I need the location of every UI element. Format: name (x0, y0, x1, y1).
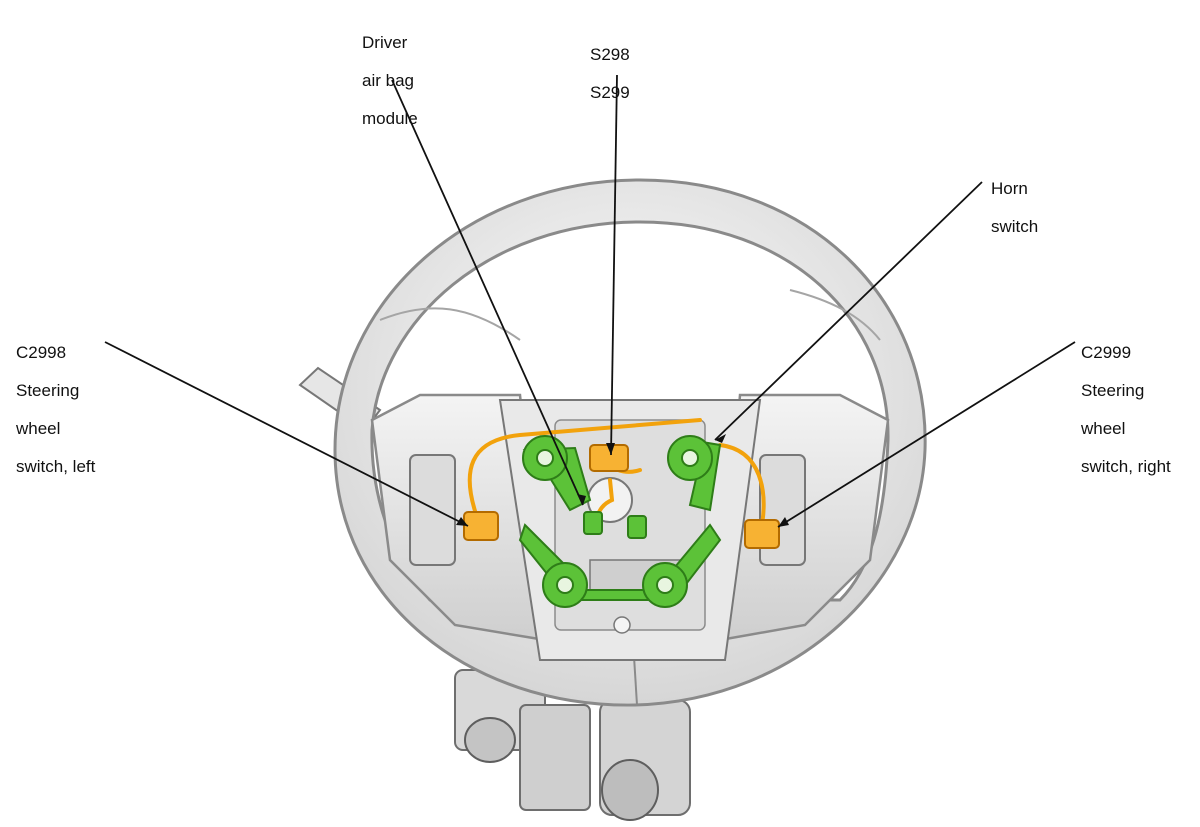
callout-driver-airbag-module: Driver air bag module (362, 14, 418, 147)
airbag-connectors (583, 511, 647, 539)
leader-horn (714, 181, 983, 441)
callout-line: S299 (590, 83, 630, 102)
callout-line: Steering (16, 381, 80, 400)
callout-line: wheel (16, 419, 61, 438)
callout-line: module (362, 109, 418, 128)
callout-line: wheel (1081, 419, 1126, 438)
callout-splice: S298 S299 (590, 26, 630, 121)
leader-driver-airbag (391, 79, 584, 506)
callout-line: Horn (991, 179, 1028, 198)
leader-c2998 (104, 341, 469, 527)
steering-column (454, 669, 691, 821)
callout-line: C2998 (16, 343, 67, 362)
callout-horn-switch: Horn switch (991, 160, 1038, 255)
callout-line: S298 (590, 45, 630, 64)
callout-line: Driver (362, 33, 408, 52)
leader-splice (610, 74, 618, 456)
callout-line: switch, left (16, 457, 96, 476)
leader-lines (104, 74, 1076, 528)
leader-c2999 (777, 341, 1076, 528)
callout-right-switch: C2999 Steering wheel switch, right (1081, 324, 1171, 495)
c2998-connector (463, 511, 499, 541)
c2999-connector (744, 519, 780, 549)
callout-line: air bag (362, 71, 414, 90)
callout-line: Steering (1081, 381, 1145, 400)
callout-left-switch: C2998 Steering wheel switch, left (16, 324, 95, 495)
callout-line: C2999 (1081, 343, 1132, 362)
callout-line: switch (991, 217, 1039, 236)
horn-switch-holes (536, 449, 699, 594)
callout-line: switch, right (1081, 457, 1171, 476)
leader-arrowheads (456, 434, 789, 527)
